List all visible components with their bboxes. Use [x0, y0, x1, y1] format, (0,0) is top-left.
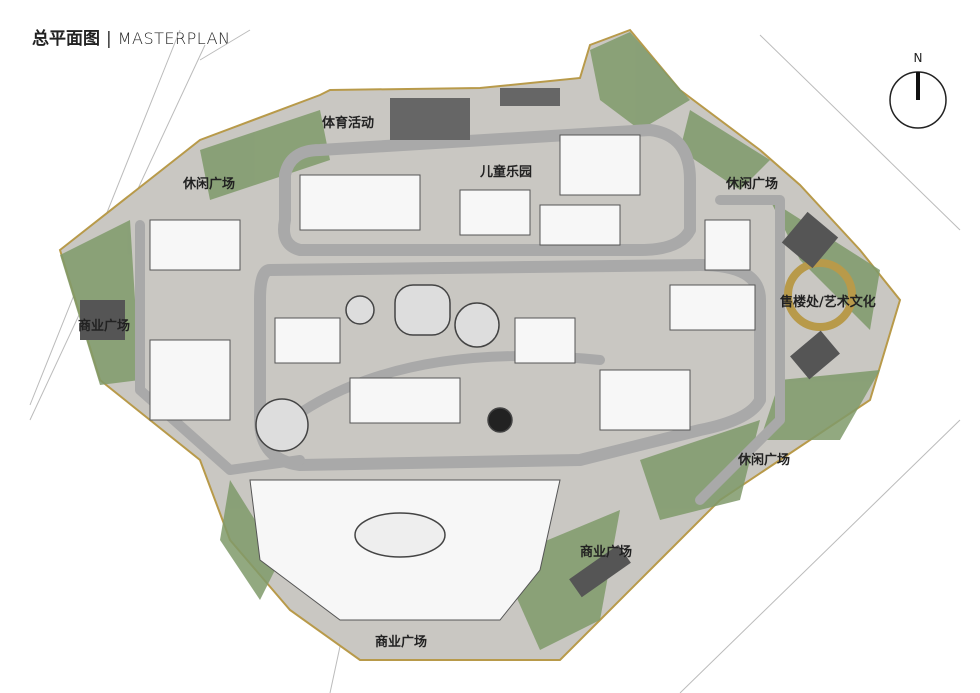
label-playground: 儿童乐园 — [479, 164, 532, 180]
label-leisure-ne: 休闲广场 — [725, 176, 778, 192]
buildings — [149, 134, 756, 621]
page-title: 总平面图 | MASTERPLAN — [32, 24, 230, 49]
plaza-features — [255, 259, 856, 558]
label-commercial-se: 商业广场 — [580, 544, 632, 560]
label-commercial-s: 商业广场 — [375, 634, 427, 650]
label-leisure-se: 休闲广场 — [737, 452, 790, 468]
label-sports: 体育活动 — [322, 115, 374, 131]
title-separator: | — [106, 29, 112, 49]
title-en: MASTERPLAN — [117, 29, 231, 48]
label-sales-art: 售楼处/艺术文化 — [780, 294, 876, 310]
compass-label: N — [914, 51, 923, 65]
label-leisure-nw: 休闲广场 — [182, 176, 235, 192]
stair-features — [80, 88, 840, 598]
label-commercial-w: 商业广场 — [78, 318, 130, 334]
north-arrow-icon — [916, 72, 920, 100]
area-labels: 体育活动 儿童乐园 休闲广场 休闲广场 休闲广场 商业广场 商业广场 商业广场 … — [78, 115, 876, 650]
title-cn: 总平面图 — [32, 29, 100, 49]
north-compass: N — [889, 51, 947, 129]
